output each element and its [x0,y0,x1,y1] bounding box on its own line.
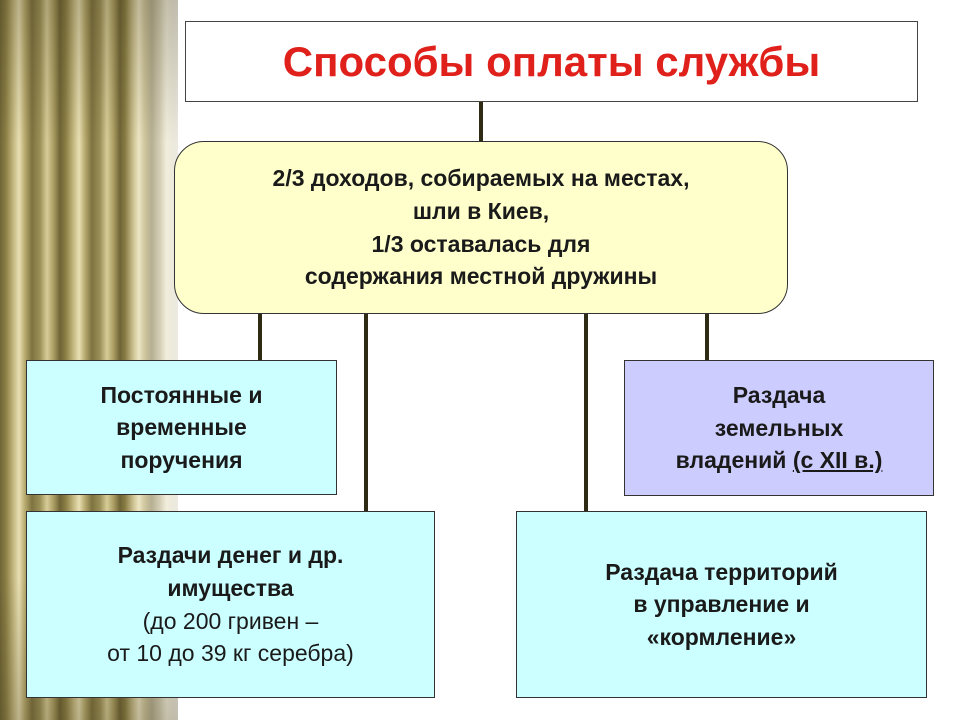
money-grants-line-2: имущества [167,574,294,601]
assignments-line-1: Постоянные и [100,381,263,408]
territory-grants-line-1: Раздача территорий [605,558,838,585]
assignments-box: Постоянные и временные поручения [26,360,337,495]
money-grants-box: Раздачи денег и др. имущества (до 200 гр… [26,511,435,698]
diagram-title: Способы оплаты службы [282,37,821,85]
assignments-line-3: поручения [120,446,243,473]
assignments-line-2: временные [116,414,247,441]
land-grants-box: Раздача земельных владений (с XII в.) [624,360,934,496]
territory-grants-line-2: в управление и [633,591,810,618]
central-income-box: 2/3 доходов, собираемых на местах, шли в… [174,141,788,314]
land-grants-line-1: Раздача [732,382,826,409]
money-grants-line-1: Раздачи денег и др. [117,542,344,569]
center-line-4: содержания местной дружины [304,263,658,290]
land-grants-line-3: владений (с XII в.) [676,444,883,477]
money-grants-line-3: (до 200 гривен – [142,607,319,634]
center-line-1: 2/3 доходов, собираемых на местах, [272,164,690,191]
territory-grants-line-3: «кормление» [646,623,797,650]
money-grants-line-4: от 10 до 39 кг серебра) [107,640,354,667]
territory-grants-box: Раздача территорий в управление и «кормл… [516,511,927,698]
land-grants-line-3-prefix: владений [675,447,793,474]
center-line-2: шли в Киев, [412,197,550,224]
land-grants-line-2: земельных [714,414,844,441]
land-grants-date: (с XII в.) [792,447,883,474]
center-line-3: 1/3 оставалась для [371,230,591,257]
title-box: Способы оплаты службы [185,21,918,102]
